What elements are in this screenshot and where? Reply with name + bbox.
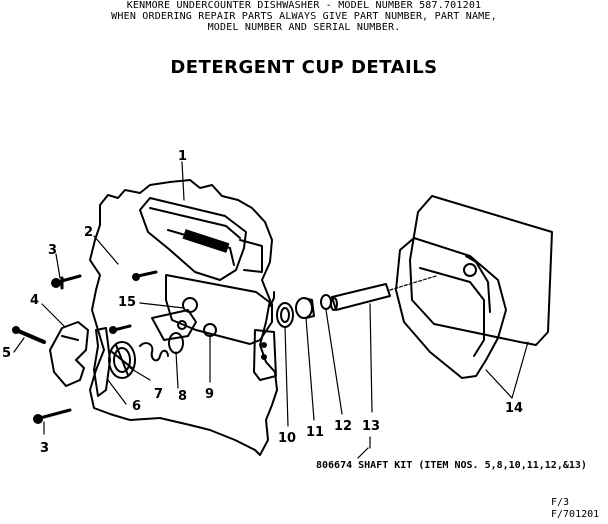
figure-ref-2: F/701201: [551, 509, 600, 520]
callout-5: 5: [2, 346, 11, 361]
callout-1: 1: [178, 149, 187, 164]
callout-15: 15: [118, 295, 136, 310]
door-panel-outline: [89, 179, 278, 456]
callout-9: 9: [205, 387, 214, 402]
pin: [14, 328, 46, 344]
header-line-2: WHEN ORDERING REPAIR PARTS ALWAYS GIVE P…: [111, 11, 497, 22]
callout-7: 7: [154, 387, 163, 402]
latch-lever: [49, 321, 89, 387]
shaft: [331, 283, 391, 311]
cup-cover: [139, 197, 247, 281]
diagram-title: DETERGENT CUP DETAILS: [170, 57, 438, 78]
header-line-1: KENMORE UNDERCOUNTER DISHWASHER - MODEL …: [126, 0, 482, 11]
callout-3-top: 3: [48, 243, 57, 258]
figure-ref-1: F/3: [551, 497, 570, 508]
lever-arm: [93, 327, 111, 397]
callout-12: 12: [334, 419, 352, 434]
callout-4: 4: [30, 293, 39, 308]
callout-10: 10: [278, 431, 296, 446]
callout-6: 6: [132, 399, 141, 414]
callout-3-bottom: 3: [40, 441, 49, 456]
callout-2: 2: [84, 225, 93, 240]
cup-base-plate: [165, 274, 273, 345]
callout-8: 8: [178, 389, 187, 404]
detergent-cup-lid: [395, 237, 507, 379]
callout-14: 14: [505, 401, 523, 416]
callout-13: 13: [362, 419, 380, 434]
callout-11: 11: [306, 425, 324, 440]
header-line-3: MODEL NUMBER AND SERIAL NUMBER.: [207, 22, 401, 33]
shaft-kit-note: 806674 SHAFT KIT (ITEM NOS. 5,8,10,11,12…: [316, 460, 587, 471]
